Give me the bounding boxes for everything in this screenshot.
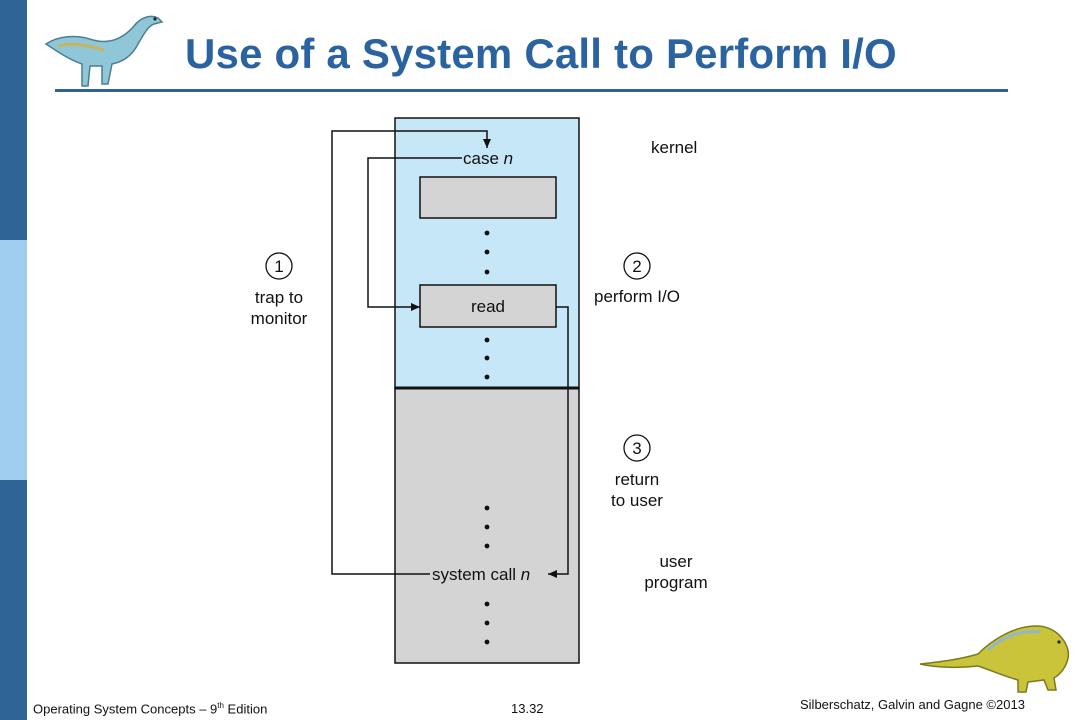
return-arrow [548, 306, 569, 578]
step-3-number: 3 [632, 439, 641, 458]
step-2: 2 perform I/O [594, 252, 680, 306]
step-3-circle [623, 434, 651, 462]
ellipsis-dots [484, 230, 490, 645]
footer-book-title: Operating System Concepts – 9th Edition [33, 701, 268, 717]
dispatch-table-box [419, 176, 557, 219]
system-call-n-label: system call n [432, 565, 530, 584]
left-accent-highlight [0, 240, 27, 480]
trap-arrow [331, 130, 491, 575]
step-2-circle [623, 252, 651, 280]
slide-title: Use of a System Call to Perform I/O [185, 30, 897, 77]
step-2-number: 2 [632, 257, 641, 276]
dinosaur-logo-top [44, 15, 164, 87]
read-routine-box [419, 284, 557, 328]
step-2-text: perform I/O [594, 287, 680, 306]
read-label: read [471, 297, 505, 316]
kernel-label: kernel [651, 138, 697, 157]
footer-page-number: 13.32 [511, 701, 544, 716]
step-1-number: 1 [274, 257, 283, 276]
dinosaur-logo-bottom [919, 625, 1070, 693]
dispatch-arrow [367, 157, 462, 311]
footer-authors: Silberschatz, Galvin and Gagne ©2013 [800, 697, 1025, 712]
title-underline [55, 89, 1008, 92]
step-1-circle [265, 252, 293, 280]
case-n-label: case n [463, 149, 513, 168]
